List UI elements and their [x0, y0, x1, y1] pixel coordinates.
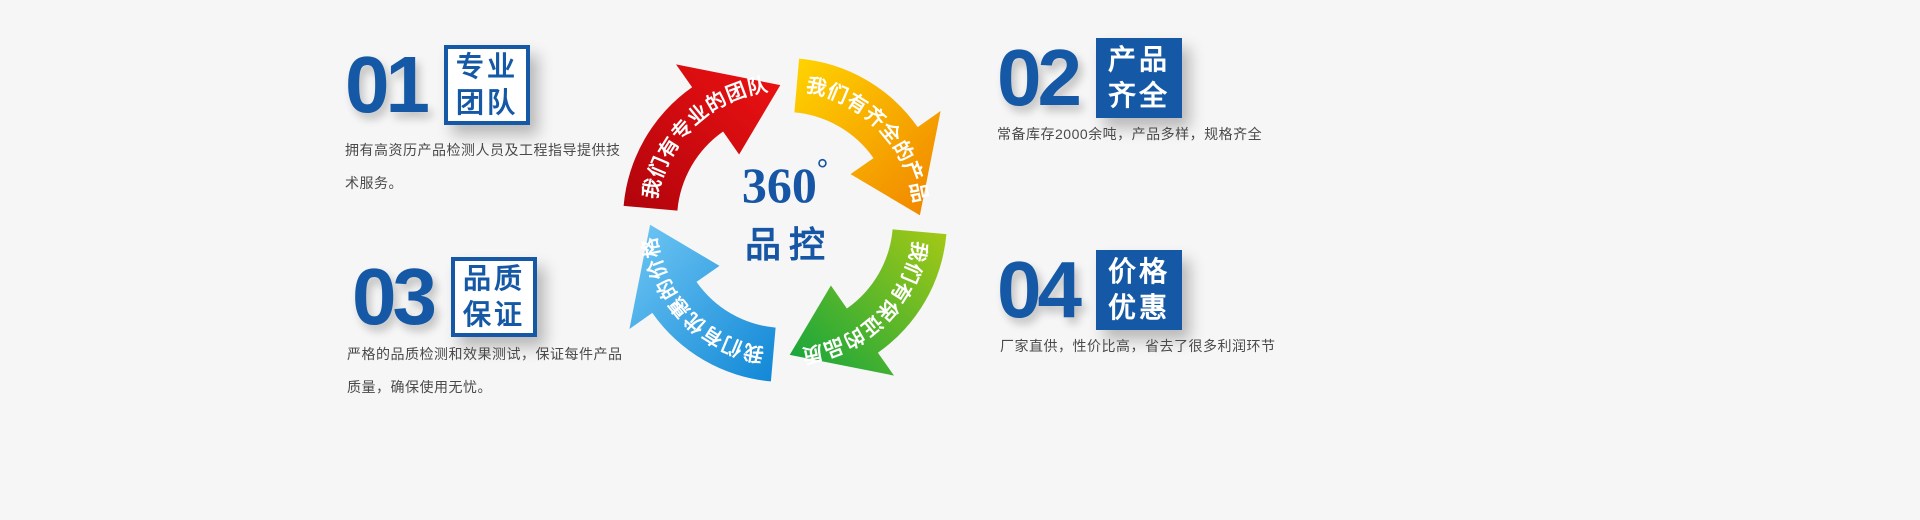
- feature-04-number: 04: [997, 245, 1082, 334]
- feature-03: 03 品质 保证: [352, 257, 537, 337]
- feature-03-number: 03: [352, 252, 437, 341]
- feature-01-title-line1: 专业: [455, 51, 518, 83]
- feature-01: 01 专业 团队: [345, 45, 530, 125]
- feature-02-title-line1: 产品: [1107, 44, 1170, 76]
- feature-04-title-line1: 价格: [1107, 256, 1170, 288]
- feature-01-title-box: 专业 团队: [443, 45, 530, 125]
- feature-04: 04 价格 优惠: [997, 250, 1182, 330]
- feature-01-number: 01: [345, 40, 430, 129]
- cycle-diagram: 我们有专业的团队 我们有齐全的产品 我们有保证的品质 我们有优惠的价格 360 …: [565, 0, 1005, 440]
- feature-04-title-line2: 优惠: [1107, 292, 1170, 323]
- feature-02-number: 02: [997, 33, 1082, 122]
- feature-02-title-box: 产品 齐全: [1095, 38, 1182, 118]
- feature-02-description: 常备库存2000余吨，产品多样，规格齐全: [997, 126, 1263, 142]
- feature-03-description: 严格的品质检测和效果测试，保证每件产品质量，确保使用无忧。: [347, 346, 623, 395]
- cycle-diagram-svg: 我们有专业的团队 我们有齐全的产品 我们有保证的品质 我们有优惠的价格: [623, 58, 947, 382]
- feature-03-title-line1: 品质: [462, 263, 525, 295]
- feature-04-title-box: 价格 优惠: [1095, 250, 1182, 330]
- feature-03-title-box: 品质 保证: [450, 257, 537, 337]
- feature-04-description: 厂家直供，性价比高，省去了很多利润环节: [1000, 338, 1276, 354]
- feature-02: 02 产品 齐全: [997, 38, 1182, 118]
- feature-03-title-line2: 保证: [462, 299, 525, 330]
- feature-01-description: 拥有高资历产品检测人员及工程指导提供技术服务。: [345, 142, 621, 191]
- feature-01-title-line2: 团队: [455, 87, 518, 118]
- feature-02-title-line2: 齐全: [1107, 80, 1170, 111]
